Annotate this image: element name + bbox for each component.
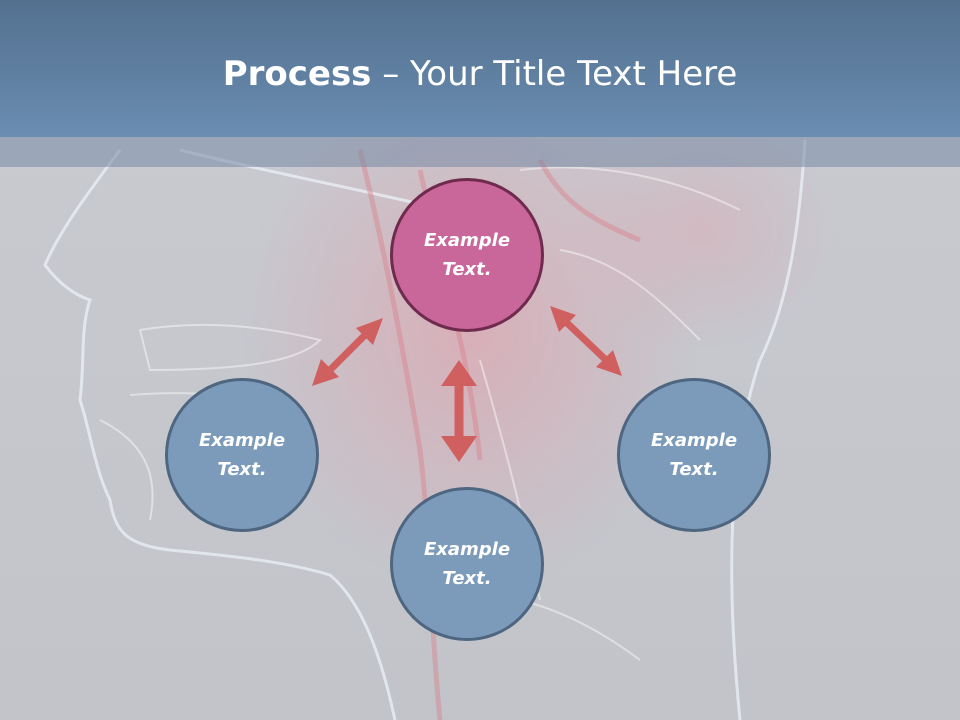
title-bar-shadow-strip: [0, 137, 960, 167]
node-right-line2: Text.: [669, 459, 719, 480]
node-bottom-line2: Text.: [442, 568, 492, 589]
slide-title[interactable]: Process – Your Title Text Here: [0, 50, 960, 98]
node-bottom-line1: Example: [423, 539, 511, 560]
node-right-line1: Example: [650, 430, 738, 451]
arrow-top-left: [312, 318, 383, 386]
node-left-line2: Text.: [217, 459, 267, 480]
node-top-line1: Example: [423, 230, 511, 251]
title-bar: [0, 0, 960, 137]
arrow-vertical: [441, 360, 477, 462]
node-top-line2: Text.: [442, 259, 492, 280]
title-bold-part: Process: [222, 54, 372, 94]
title-rest-part: – Your Title Text Here: [371, 54, 738, 94]
arrow-top-right: [550, 306, 622, 376]
node-left-line1: Example: [198, 430, 286, 451]
